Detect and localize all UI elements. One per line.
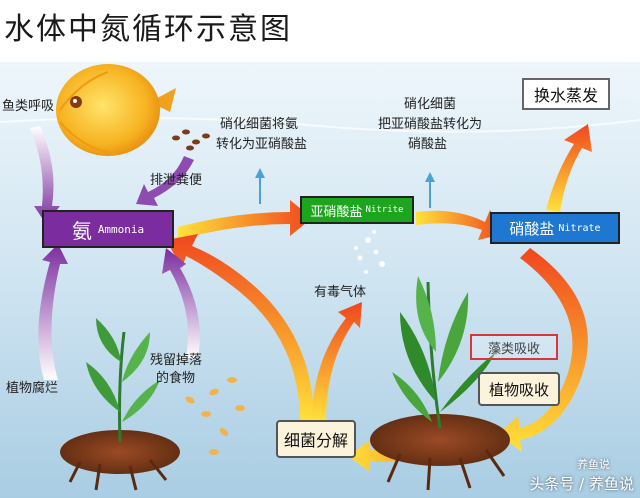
fish-icon xyxy=(56,64,176,156)
label-toxic-gas: 有毒气体 xyxy=(314,285,367,300)
page-title: 水体中氮循环示意图 xyxy=(4,12,292,47)
node-nitrate: 硝酸盐 Nitrate xyxy=(490,212,620,244)
node-nitrite-zh: 亚硝酸盐 xyxy=(310,204,363,220)
node-ammonia-en: Ammonia xyxy=(97,222,145,236)
node-nitrate-zh: 硝酸盐 xyxy=(509,219,555,238)
plant-icon-left xyxy=(60,318,180,491)
arrow-bacteria-to-ammonia xyxy=(166,234,314,422)
arrow-excrete xyxy=(136,156,194,206)
food-pellets-icon xyxy=(185,377,245,455)
node-bacteria: 细菌分解 xyxy=(276,420,356,458)
arrow-leftover-food xyxy=(162,248,200,358)
arrow-fish-breath xyxy=(30,126,60,224)
node-water-change: 换水蒸发 xyxy=(522,78,610,110)
label-plant-rot: 植物腐烂 xyxy=(6,381,59,396)
label-leftover-food-1: 残留掉落 xyxy=(150,353,203,368)
arrow-plant-rot xyxy=(38,244,68,380)
arrow-nitrate-to-plants xyxy=(498,248,588,452)
node-algae-absorb-label: 藻类吸收 xyxy=(487,341,540,357)
label-nitrifier2-line2: 把亚硝酸盐转化为 xyxy=(378,117,483,132)
label-nitrifier1-line1: 硝化细菌将氨 xyxy=(220,117,299,132)
label-fish-breath: 鱼类呼吸 xyxy=(2,99,55,114)
aquarium-scene: 氨 Ammonia 亚硝酸盐 Nitrite 硝酸盐 Nitrate 换水蒸发 … xyxy=(0,62,640,498)
node-nitrate-en: Nitrate xyxy=(558,222,601,234)
label-leftover-food-2: 的食物 xyxy=(156,371,196,386)
bubbles-icon xyxy=(354,230,385,274)
arrow-nitrite-to-nitrate xyxy=(416,210,504,240)
watermark-logo: 养鱼说 xyxy=(577,458,610,471)
arrow-nitrate-to-water-change xyxy=(546,124,592,212)
feces-icon xyxy=(172,129,210,151)
label-excrete: 排泄粪便 xyxy=(150,173,203,188)
node-ammonia: 氨 Ammonia xyxy=(42,210,174,248)
node-ammonia-zh: 氨 xyxy=(71,218,92,243)
arrow-toxic-gas xyxy=(312,302,362,422)
node-plant-absorb: 植物吸收 xyxy=(478,372,560,406)
plant-icon-right xyxy=(370,276,510,491)
node-nitrite: 亚硝酸盐 Nitrite xyxy=(300,196,414,224)
label-nitrifier2-line3: 硝酸盐 xyxy=(408,137,448,152)
node-algae-absorb: 藻类吸收 xyxy=(470,334,558,360)
node-bacteria-label: 细菌分解 xyxy=(283,431,348,450)
node-nitrite-en: Nitrite xyxy=(365,205,404,215)
node-water-change-label: 换水蒸发 xyxy=(533,86,598,105)
label-nitrifier2-line1: 硝化细菌 xyxy=(404,97,457,112)
label-nitrifier1-line2: 转化为亚硝酸盐 xyxy=(216,137,308,152)
arrow-ammonia-to-nitrite xyxy=(178,200,312,240)
watermark-text: 头条号 / 养鱼说 xyxy=(529,475,634,493)
node-plant-absorb-label: 植物吸收 xyxy=(488,380,549,399)
